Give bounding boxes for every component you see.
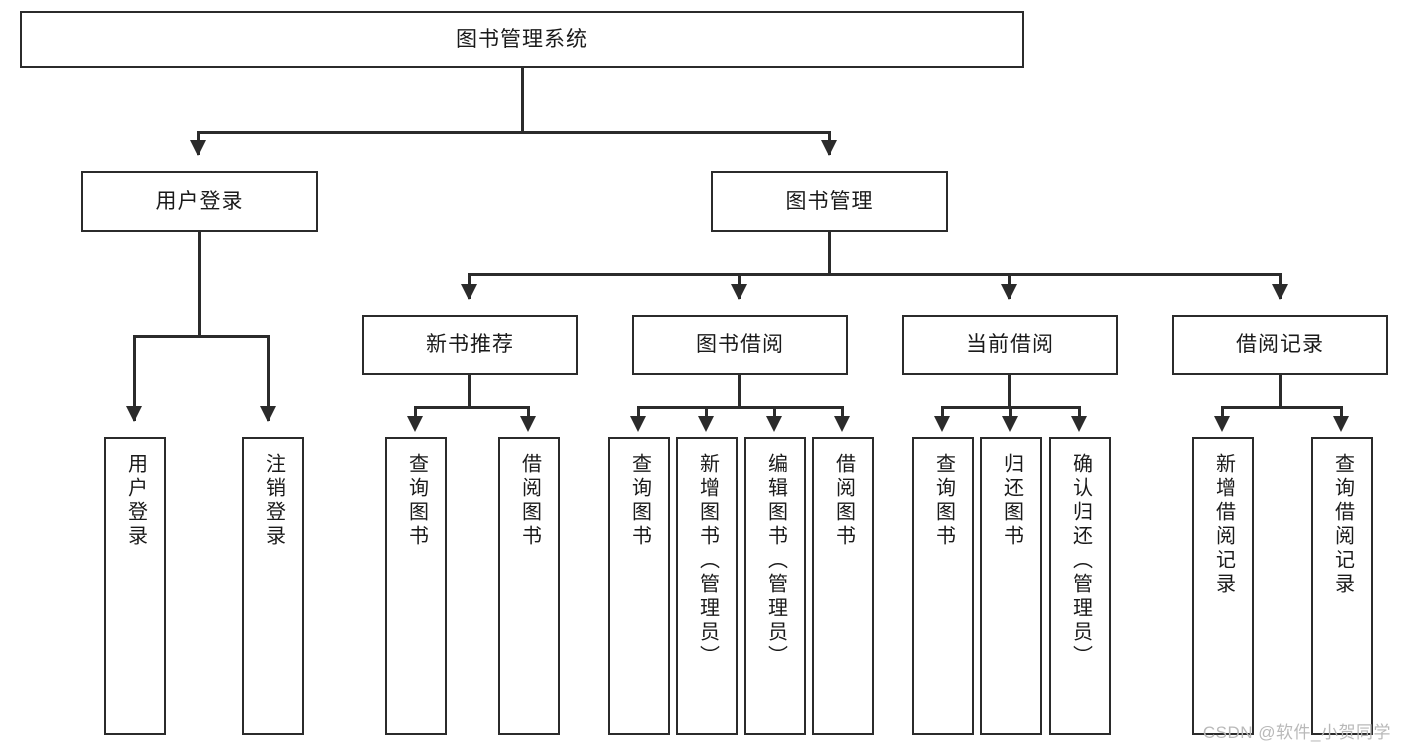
node-new-book-recommend[interactable]: 新书推荐 xyxy=(362,315,578,375)
arrowhead-to-book-management xyxy=(821,140,837,156)
arrowhead-bb-leaf2 xyxy=(698,416,714,432)
node-label: 用户登录 xyxy=(155,189,244,213)
arrowhead-br-leaf1 xyxy=(1214,416,1230,432)
csdn-watermark: CSDN @软件_小贺同学 xyxy=(1202,723,1391,742)
connector-book-borrow-bus xyxy=(637,406,844,409)
connector-user-login-stem xyxy=(198,232,201,337)
connector-root-bus xyxy=(197,131,831,134)
connector-current-borrow-stem xyxy=(1008,375,1011,409)
connector-nbr-leaf2-drop xyxy=(527,406,530,420)
leaf-logout[interactable]: 注销登录 xyxy=(242,437,304,735)
node-label: 查询借阅记录 xyxy=(1331,453,1354,597)
arrowhead-nbr-leaf2 xyxy=(520,416,536,432)
node-book-borrow[interactable]: 图书借阅 xyxy=(632,315,848,375)
connector-cb-leaf2-drop xyxy=(1009,406,1012,420)
arrowhead-bb-leaf4 xyxy=(834,416,850,432)
node-label: 归还图书 xyxy=(1000,453,1023,549)
leaf-nbr-borrow-book[interactable]: 借阅图书 xyxy=(498,437,560,735)
connector-borrow-record-stem xyxy=(1279,375,1282,409)
leaf-nbr-query-book[interactable]: 查询图书 xyxy=(385,437,447,735)
arrowhead-to-user-login xyxy=(190,140,206,156)
connector-cb-leaf3-drop xyxy=(1078,406,1081,420)
node-label: 新增图书（管理员） xyxy=(696,453,719,669)
connector-bb-leaf3-drop xyxy=(773,406,776,420)
leaf-user-login[interactable]: 用户登录 xyxy=(104,437,166,735)
arrowhead-to-leaf-user-login xyxy=(126,406,142,422)
arrowhead-to-leaf-logout xyxy=(260,406,276,422)
leaf-bb-add-book-admin[interactable]: 新增图书（管理员） xyxy=(676,437,738,735)
connector-bb-leaf4-drop xyxy=(841,406,844,420)
connector-user-login-leaf2-drop xyxy=(267,335,270,421)
node-label: 借阅图书 xyxy=(832,453,855,549)
connector-cb-leaf1-drop xyxy=(941,406,944,420)
leaf-bb-query-book[interactable]: 查询图书 xyxy=(608,437,670,735)
node-label: 查询图书 xyxy=(405,453,428,549)
connector-user-login-leaf1-drop xyxy=(133,335,136,421)
arrowhead-to-current-borrow xyxy=(1001,284,1017,300)
leaf-cb-return-book[interactable]: 归还图书 xyxy=(980,437,1042,735)
node-label: 编辑图书（管理员） xyxy=(764,453,787,669)
arrowhead-cb-leaf3 xyxy=(1071,416,1087,432)
leaf-br-query-record[interactable]: 查询借阅记录 xyxy=(1311,437,1373,735)
connector-br-leaf2-drop xyxy=(1340,406,1343,420)
node-label: 图书借阅 xyxy=(696,333,784,357)
leaf-bb-edit-book-admin[interactable]: 编辑图书（管理员） xyxy=(744,437,806,735)
arrowhead-nbr-leaf1 xyxy=(407,416,423,432)
connector-book-borrow-stem xyxy=(738,375,741,409)
connector-new-book-recommend-stem xyxy=(468,375,471,409)
node-label: 新书推荐 xyxy=(426,333,514,357)
leaf-cb-query-book[interactable]: 查询图书 xyxy=(912,437,974,735)
arrowhead-bb-leaf1 xyxy=(630,416,646,432)
node-root-library-management-system[interactable]: 图书管理系统 xyxy=(20,11,1024,68)
arrowhead-cb-leaf1 xyxy=(934,416,950,432)
connector-nbr-leaf1-drop xyxy=(414,406,417,420)
node-label: 用户登录 xyxy=(124,453,147,549)
node-label: 新增借阅记录 xyxy=(1212,453,1235,597)
connector-bb-leaf2-drop xyxy=(705,406,708,420)
arrowhead-cb-leaf2 xyxy=(1002,416,1018,432)
node-book-management[interactable]: 图书管理 xyxy=(711,171,948,232)
leaf-br-add-record[interactable]: 新增借阅记录 xyxy=(1192,437,1254,735)
node-label: 确认归还（管理员） xyxy=(1069,453,1092,669)
node-borrow-record[interactable]: 借阅记录 xyxy=(1172,315,1388,375)
connector-new-book-recommend-bus xyxy=(414,406,530,409)
connector-borrow-record-bus xyxy=(1221,406,1343,409)
connector-br-leaf1-drop xyxy=(1221,406,1224,420)
node-label: 查询图书 xyxy=(932,453,955,549)
connector-bb-leaf1-drop xyxy=(637,406,640,420)
node-label: 当前借阅 xyxy=(966,333,1054,357)
arrowhead-to-book-borrow xyxy=(731,284,747,300)
connector-book-management-stem xyxy=(828,232,831,274)
arrowhead-to-borrow-record xyxy=(1272,284,1288,300)
arrowhead-to-new-book-recommend xyxy=(461,284,477,300)
node-label: 借阅记录 xyxy=(1236,333,1324,357)
arrowhead-br-leaf2 xyxy=(1333,416,1349,432)
arrowhead-bb-leaf3 xyxy=(766,416,782,432)
connector-user-login-bus xyxy=(133,335,270,338)
connector-book-management-bus xyxy=(468,273,1282,276)
leaf-cb-confirm-return-admin[interactable]: 确认归还（管理员） xyxy=(1049,437,1111,735)
node-label: 借阅图书 xyxy=(518,453,541,549)
node-label: 图书管理系统 xyxy=(456,27,588,51)
leaf-bb-borrow-book[interactable]: 借阅图书 xyxy=(812,437,874,735)
node-current-borrow[interactable]: 当前借阅 xyxy=(902,315,1118,375)
node-user-login[interactable]: 用户登录 xyxy=(81,171,318,232)
connector-root-stem xyxy=(521,68,524,132)
node-label: 注销登录 xyxy=(262,453,285,549)
node-label: 查询图书 xyxy=(628,453,651,549)
node-label: 图书管理 xyxy=(785,189,874,213)
